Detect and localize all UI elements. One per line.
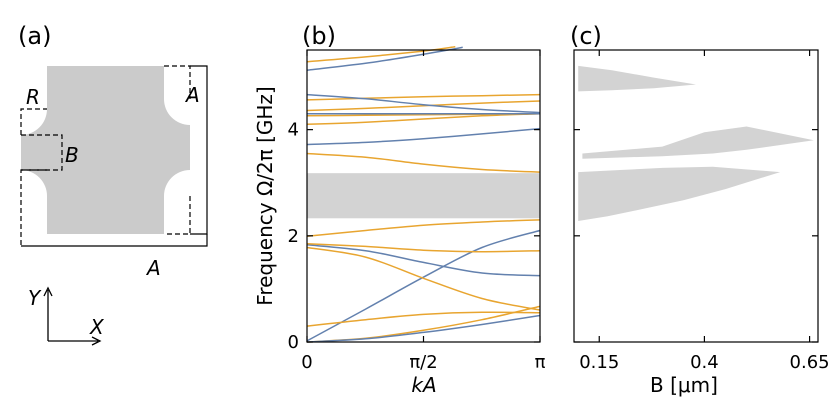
- panel-b-xtick-label-1: π/2: [409, 352, 437, 373]
- band-line-9: [306, 152, 540, 173]
- band-structure-plot: [306, 46, 541, 343]
- band-line-16: [306, 93, 540, 114]
- band-line-18: [306, 46, 456, 63]
- coordinate-axes: [43, 286, 102, 346]
- panel-c-xtick-label-1: 0.4: [690, 352, 719, 373]
- panel-b-ticks: 0 π/2 π 0 2 4: [288, 50, 546, 373]
- band-line-14: [306, 100, 540, 112]
- panel-c-label: (c): [570, 22, 602, 50]
- band-line-7: [306, 243, 540, 253]
- label-a-right: A: [184, 83, 200, 107]
- band-line-15: [306, 93, 540, 101]
- axis-label-y: Y: [28, 286, 42, 310]
- axis-label-x: X: [89, 315, 105, 339]
- left-dashed-box: [20, 169, 47, 246]
- band-line-17: [306, 46, 463, 71]
- a-right-bracket: [190, 65, 208, 235]
- band-line-11: [306, 112, 540, 126]
- band-line-6: [306, 244, 540, 277]
- band-gap-region: [307, 173, 540, 219]
- b-dashed-bracket: [21, 134, 63, 171]
- radius-dashed-box: [20, 108, 47, 135]
- dimension-lines: [21, 65, 208, 247]
- label-r: R: [26, 85, 40, 109]
- panel-b-xtick-label-2: π: [535, 352, 546, 373]
- unit-cell-shape: [21, 66, 190, 234]
- panel-a: (a) R A B A Y X: [18, 22, 208, 346]
- gap-region-1: [578, 65, 696, 92]
- gap-map-plot: [578, 65, 814, 221]
- panel-b-label: (b): [302, 22, 336, 50]
- panel-b-xtick-label-0: 0: [301, 352, 312, 373]
- x-arrow-icon: [91, 336, 102, 346]
- panel-c-xlabel: B [μm]: [650, 373, 718, 397]
- panel-a-label: (a): [18, 22, 51, 50]
- gap-region-2: [582, 126, 814, 159]
- y-arrow-icon: [43, 286, 53, 297]
- band-line-5: [306, 311, 540, 327]
- right-dashed-box-bottom: [164, 196, 191, 235]
- panel-b-xlabel: kA: [411, 373, 436, 397]
- panel-b: (b) 0 π/2 π 0 2 4 kA Frequency Ω/2π [GHz]: [253, 22, 546, 397]
- panel-b-ytick-label-1: 2: [288, 226, 299, 247]
- panel-b-ytick-label-0: 0: [288, 332, 299, 353]
- band-line-2: [306, 314, 541, 343]
- a-bottom-bracket: [21, 234, 208, 247]
- band-line-4: [306, 246, 541, 311]
- panel-b-ytick-label-2: 4: [288, 120, 299, 141]
- label-a-bottom: A: [145, 256, 161, 280]
- band-line-10: [306, 127, 540, 146]
- panel-c-xtick-label-2: 0.65: [790, 352, 830, 373]
- gap-region-3: [578, 166, 781, 221]
- panel-b-ylabel: Frequency Ω/2π [GHz]: [253, 86, 277, 305]
- panel-c-xtick-label-0: 0.15: [579, 352, 619, 373]
- panel-c-frame: [573, 49, 819, 343]
- label-b: B: [65, 143, 79, 167]
- band-line-3: [306, 229, 541, 342]
- panel-c: (c) 0.15 0.4 0.65 B [μm]: [570, 22, 830, 397]
- band-line-8: [306, 219, 540, 238]
- panel-c-ticks: 0.15 0.4 0.65: [574, 50, 830, 373]
